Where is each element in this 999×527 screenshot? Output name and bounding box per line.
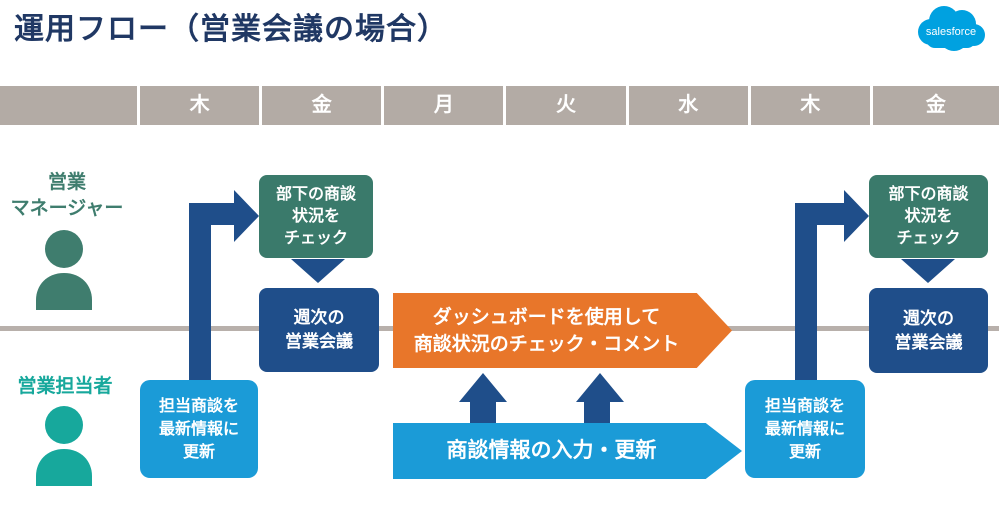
- weekly-meeting-box-left: 週次の 営業会議: [259, 288, 379, 372]
- rep-update-box-left: 担当商談を 最新情報に 更新: [140, 380, 258, 478]
- rep-update-box-right: 担当商談を 最新情報に 更新: [745, 380, 865, 478]
- salesforce-logo-text: salesforce: [926, 26, 976, 38]
- down-arrow-right-icon: [901, 259, 955, 283]
- elbow-arrow-left: [189, 190, 259, 380]
- timeline-day-4: 水: [625, 86, 748, 125]
- rep-person-icon: [36, 406, 92, 486]
- up-arrow-right-icon: [576, 373, 624, 424]
- manager-check-box-left: 部下の商談 状況を チェック: [259, 175, 373, 258]
- timeline-day-5: 木: [747, 86, 870, 125]
- dashboard-arrow: ダッシュボードを使用して 商談状況のチェック・コメント: [393, 293, 732, 368]
- rep-lane-label: 営業担当者: [17, 376, 113, 397]
- elbow-arrow-right: [795, 190, 869, 380]
- weekly-meeting-box-right: 週次の 営業会議: [869, 288, 988, 373]
- timeline-day-3: 火: [503, 86, 625, 125]
- timeline-day-1: 金: [259, 86, 381, 125]
- input-update-banner: 商談情報の入力・更新: [393, 423, 742, 479]
- down-arrow-left-icon: [291, 259, 345, 283]
- salesforce-logo-icon: salesforce: [918, 6, 985, 51]
- timeline-header: 木 金 月 火 水 木 金: [0, 86, 999, 125]
- timeline-day-6: 金: [869, 86, 999, 125]
- manager-lane-label: 営業 マネージャー: [10, 172, 124, 219]
- manager-person-icon: [36, 230, 92, 310]
- page-title: 運用フロー（営業会議の場合）: [14, 13, 448, 46]
- timeline-day-2: 月: [381, 86, 503, 125]
- up-arrow-left-icon: [459, 373, 507, 424]
- manager-check-box-right: 部下の商談 状況を チェック: [869, 175, 988, 258]
- timeline-day-0: 木: [137, 86, 259, 125]
